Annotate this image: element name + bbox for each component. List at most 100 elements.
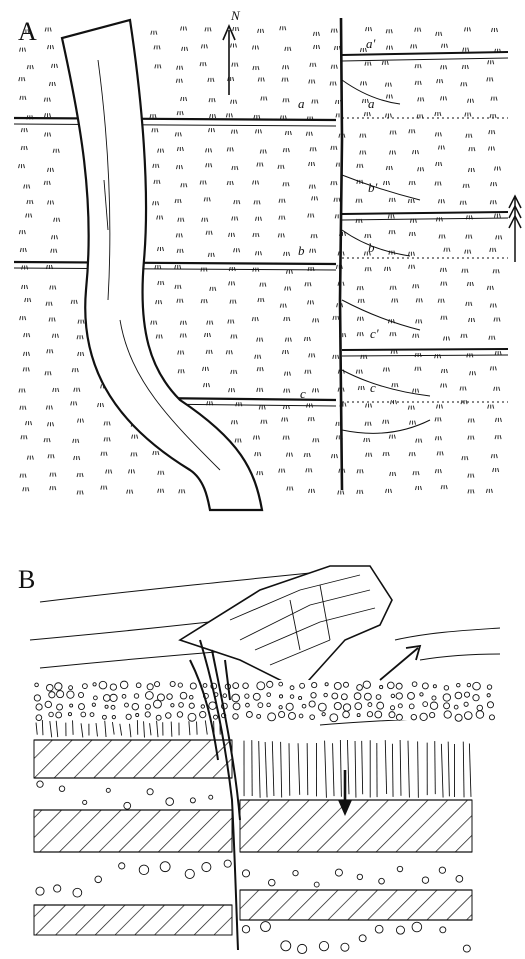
grass-tuft (468, 418, 474, 422)
grass-tuft (208, 78, 214, 82)
grass-tuft (468, 168, 474, 172)
grass-tuft (392, 383, 398, 387)
bed-label-b-west: b (298, 243, 305, 258)
grass-tuft (21, 146, 27, 150)
grass-tuft (493, 468, 499, 472)
grass-tuft (19, 230, 25, 234)
grass-tuft (177, 66, 183, 70)
column-joint (400, 740, 401, 796)
column-joint (265, 742, 267, 797)
grass-tuft (234, 200, 240, 204)
grass-tuft (51, 235, 57, 239)
grass-tuft (283, 148, 289, 152)
grass-tuft (72, 368, 78, 372)
pebble (341, 943, 349, 951)
fault-line (340, 18, 342, 490)
grass-tuft (257, 388, 263, 392)
bed-label-c-west: c (300, 386, 306, 401)
grass-tuft (465, 113, 471, 117)
grass-tuft (285, 287, 291, 291)
pebble (463, 945, 470, 952)
pebble (124, 802, 131, 809)
grass-tuft (236, 402, 242, 406)
grass-tuft (462, 65, 468, 69)
grass-tuft (232, 166, 238, 170)
grass-tuft (408, 252, 414, 256)
grass-tuft (469, 318, 475, 322)
grass-tuft (438, 146, 444, 150)
grass-tuft (20, 406, 26, 410)
grass-tuft (331, 181, 337, 185)
grass-tuft (487, 77, 493, 81)
grass-tuft (490, 114, 496, 118)
grass-tuft (495, 351, 501, 355)
column-joint (298, 743, 300, 795)
grass-tuft (77, 473, 83, 477)
grass-tuft (280, 304, 286, 308)
grass-tuft (389, 435, 395, 439)
grass-tuft (284, 372, 290, 376)
grass-tuft (415, 28, 421, 32)
grass-tuft (23, 367, 29, 371)
grass-tuft (413, 334, 419, 338)
column-joint (307, 743, 308, 795)
grass-tuft (226, 113, 232, 117)
north-arrow-icon: N (223, 8, 241, 95)
grass-tuft (50, 486, 56, 490)
north-label: N (230, 8, 241, 23)
grass-tuft (304, 337, 310, 341)
grass-tuft (26, 214, 32, 218)
grass-tuft (444, 337, 450, 341)
column-joint (385, 740, 386, 794)
grass-tuft (439, 235, 445, 239)
grass-tuft (46, 405, 52, 409)
grass-tuft (356, 199, 362, 203)
grass-tuft (285, 47, 291, 51)
pebble (83, 800, 87, 804)
grass-tuft (253, 181, 259, 185)
grass-tuft (338, 491, 344, 495)
grass-tuft (204, 333, 210, 337)
grass-tuft (46, 302, 52, 306)
grass-tuft (358, 386, 364, 390)
west-hatched-bed-1 (34, 740, 232, 778)
grass-tuft (209, 128, 215, 132)
bed-label-a-prime: a' (366, 36, 376, 51)
pebble (202, 863, 211, 872)
grass-tuft (357, 469, 363, 473)
grass-tuft (389, 230, 395, 234)
grass-tuft (494, 167, 500, 171)
grass-tuft (283, 98, 289, 102)
grass-tuft (441, 96, 447, 100)
pebble (261, 922, 271, 932)
grass-tuft (390, 286, 396, 290)
column-joint (130, 724, 131, 737)
grass-tuft (71, 300, 77, 304)
pebble (160, 862, 170, 872)
grass-tuft (175, 132, 181, 136)
grass-tuft (231, 100, 237, 104)
grass-tuft (210, 114, 216, 118)
grass-tuft (73, 439, 79, 443)
grass-tuft (278, 233, 284, 237)
grass-tuft (282, 350, 288, 354)
column-joint (418, 741, 419, 797)
bed-label-c-east: c (370, 380, 376, 395)
grass-tuft (261, 96, 267, 100)
grass-tuft (152, 128, 158, 132)
pebble (422, 877, 428, 883)
grass-tuft (285, 338, 291, 342)
pebble (73, 888, 82, 897)
grass-tuft (436, 405, 442, 409)
grass-tuft (309, 489, 315, 493)
grass-tuft (360, 151, 366, 155)
grass-tuft (468, 474, 474, 478)
grass-tuft (176, 165, 182, 169)
grass-tuft (495, 418, 501, 422)
grass-tuft (52, 334, 58, 338)
grass-tuft (254, 200, 260, 204)
grass-tuft (435, 417, 441, 421)
grass-tuft (313, 32, 319, 36)
grass-tuft (258, 78, 264, 82)
grass-tuft (287, 486, 293, 490)
